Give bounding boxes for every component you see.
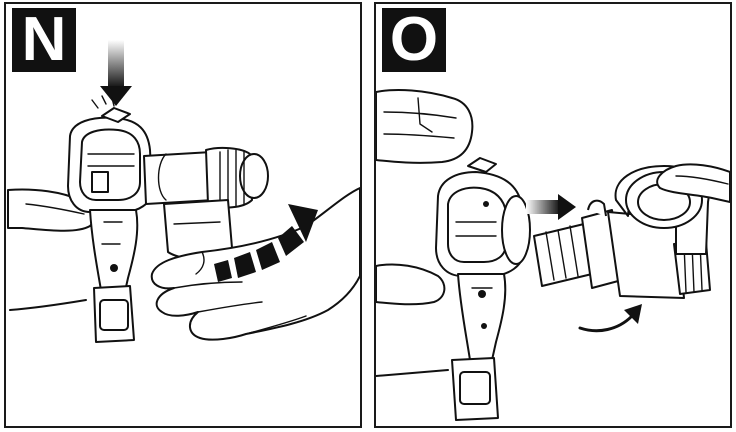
sprayer-body (435, 157, 531, 277)
illustration-n (7, 40, 360, 343)
step-label-o: O (382, 8, 446, 72)
illustration-o (376, 89, 730, 421)
pull-right-arrow-icon (526, 194, 576, 220)
rotate-arrow-icon (214, 204, 318, 282)
power-cord (376, 357, 499, 421)
left-hand-bottom (376, 263, 446, 306)
rotate-arrow-icon (578, 304, 642, 333)
sprayer-handle (89, 209, 139, 297)
step-label-n: N (12, 8, 76, 72)
sprayer-body (67, 107, 153, 213)
spray-nozzle (143, 146, 269, 209)
press-down-arrow-icon (100, 40, 132, 106)
step-panel-o: O (374, 2, 732, 428)
detached-nozzle (533, 199, 711, 299)
power-cord (9, 285, 135, 343)
step-panel-n: N (4, 2, 362, 428)
sprayer-handle (457, 273, 507, 361)
left-hand-top (376, 89, 474, 164)
right-hand (656, 163, 730, 203)
